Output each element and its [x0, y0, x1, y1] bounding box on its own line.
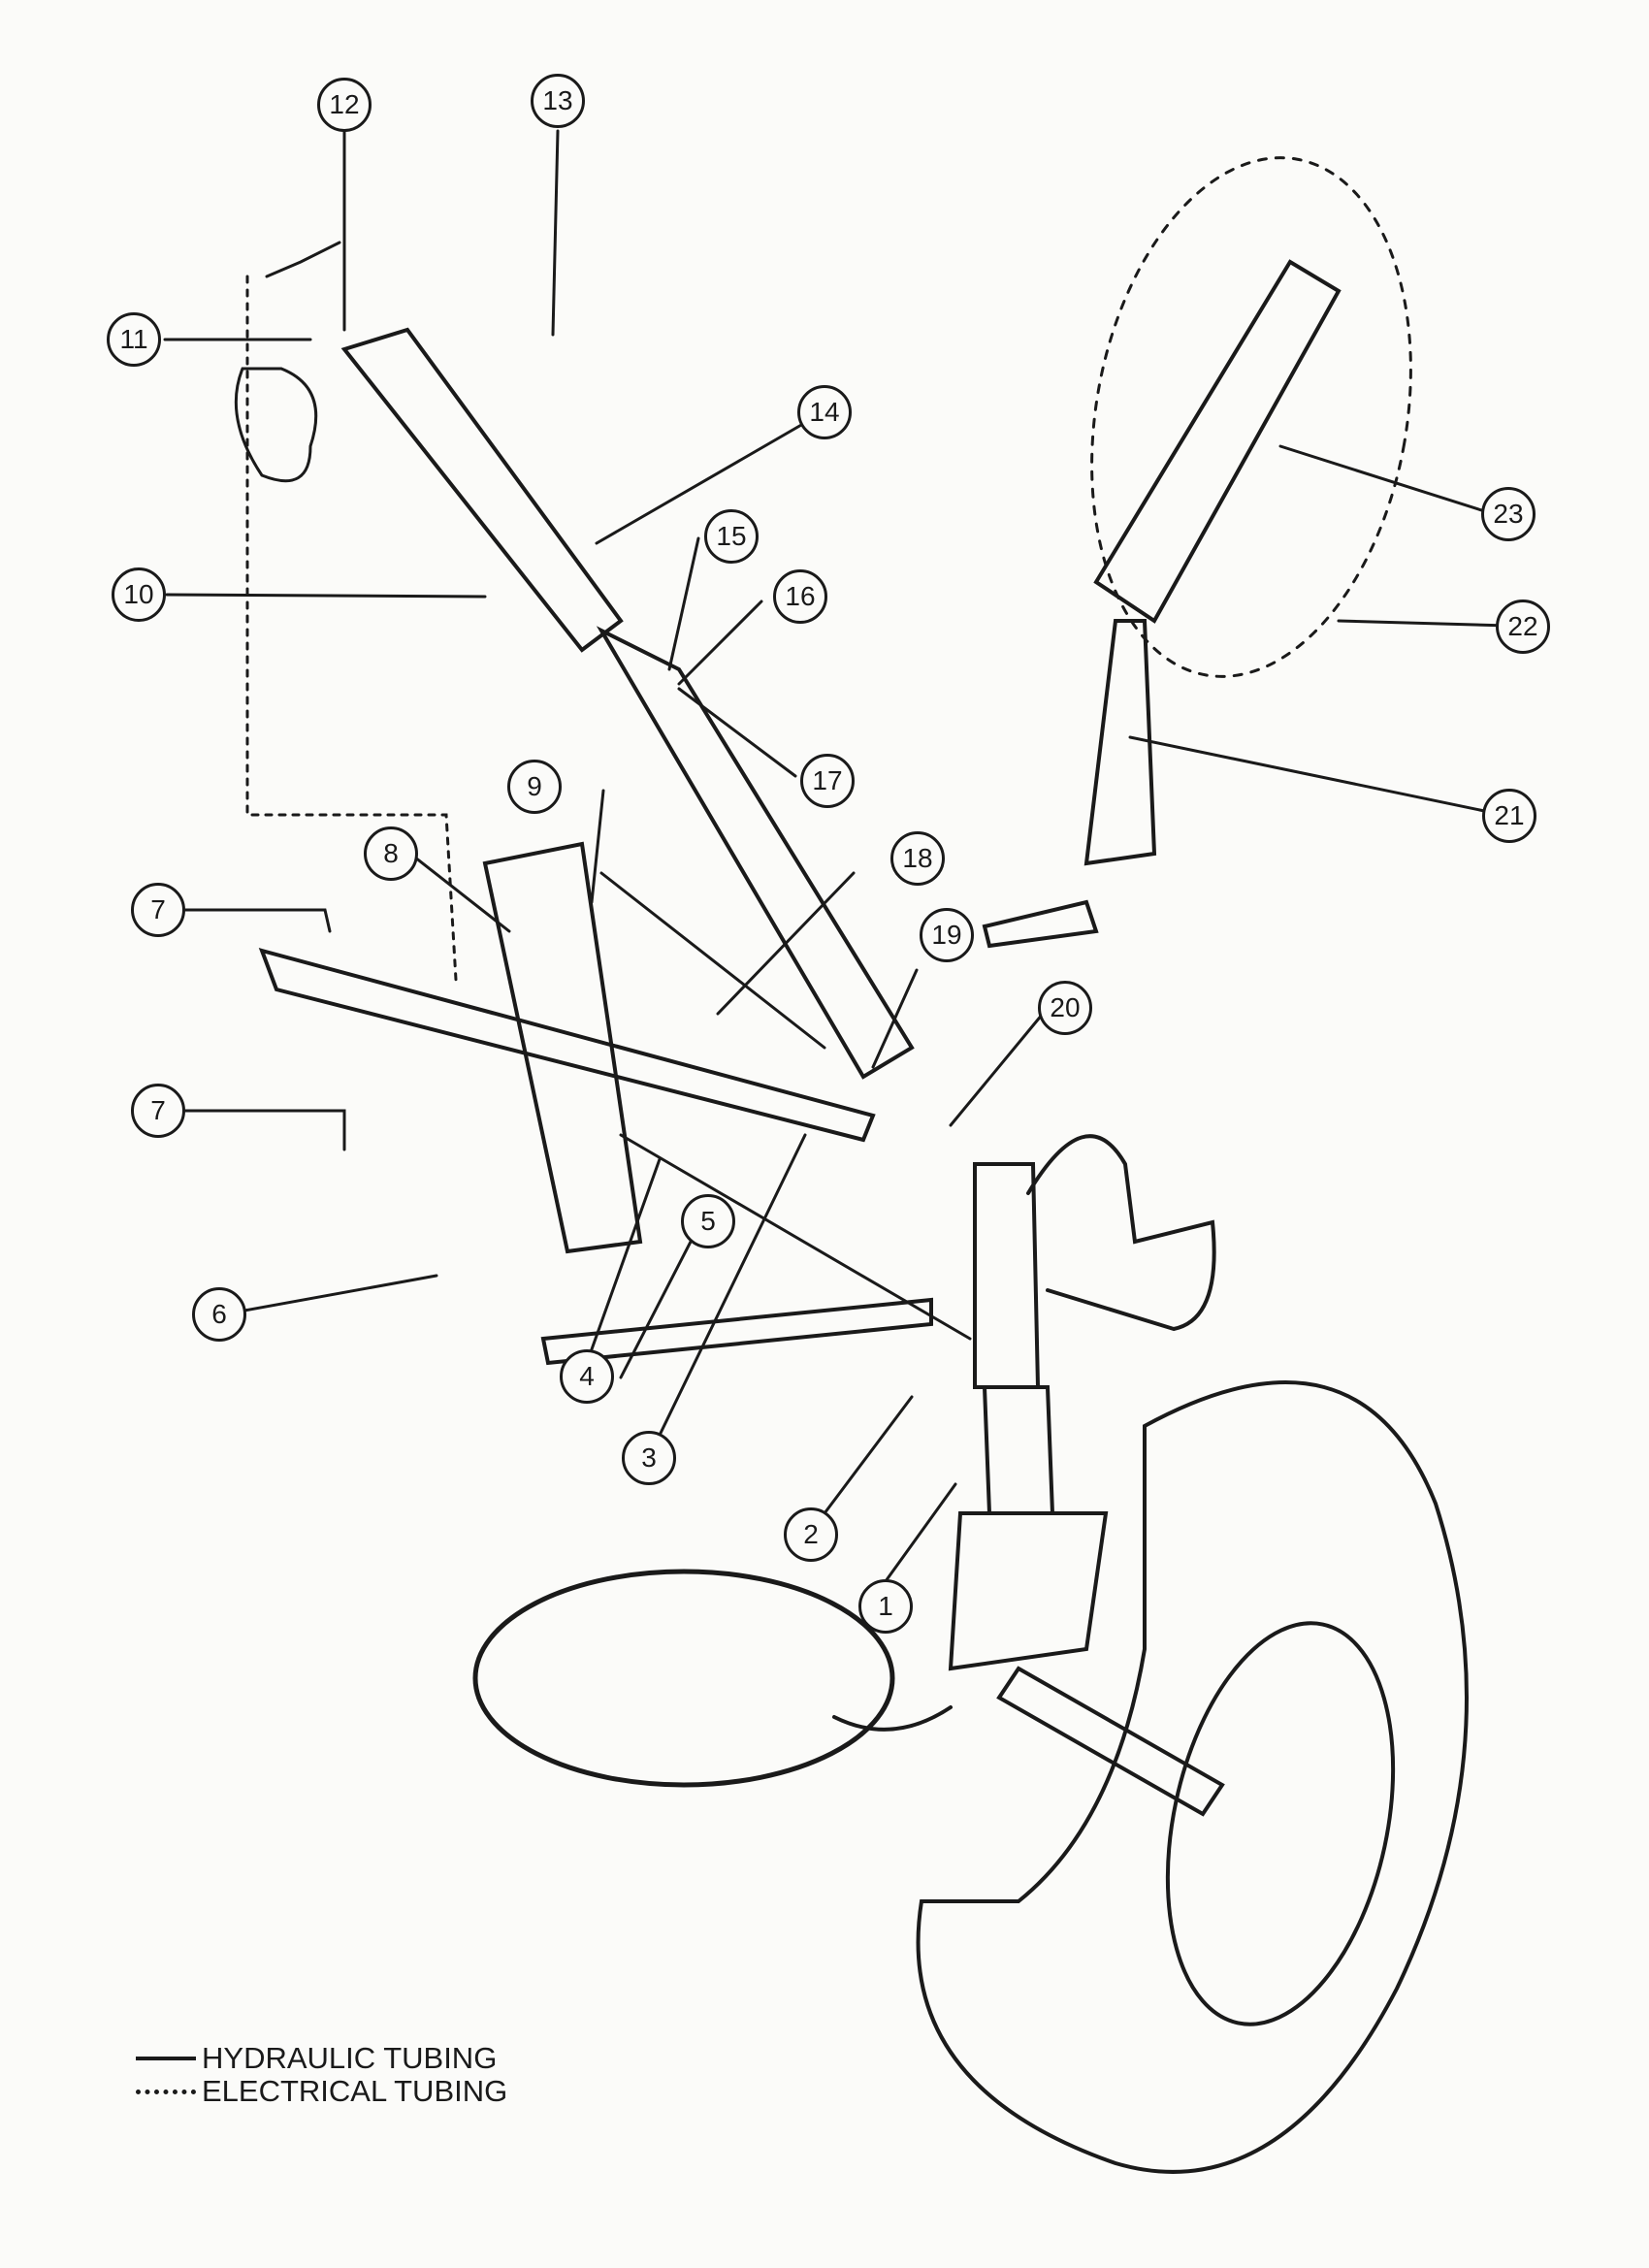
callout-8: 8 — [364, 826, 418, 881]
actuator-link — [599, 871, 826, 1050]
callout-11: 11 — [107, 312, 161, 367]
axle — [996, 1666, 1225, 1817]
callout-2: 2 — [784, 1507, 838, 1562]
legend-hydraulic-label: HYDRAULIC TUBING — [202, 2041, 498, 2075]
upper-strut — [596, 626, 915, 1080]
callout-7a: 7 — [131, 883, 185, 937]
callout-22: 22 — [1496, 599, 1550, 654]
oleo-lower — [982, 1385, 1055, 1515]
callout-16: 16 — [773, 569, 827, 624]
uplock-detail-outline — [1090, 156, 1412, 678]
uplock-arm — [1093, 259, 1342, 624]
dotted-line-swatch — [136, 2089, 196, 2094]
wheel-hub — [1165, 1621, 1396, 2026]
inset-arrow — [832, 1705, 953, 1732]
side-strut — [1083, 619, 1157, 866]
callout-12: 12 — [317, 78, 372, 132]
callout-1: 1 — [858, 1579, 913, 1634]
callout-13: 13 — [531, 74, 585, 128]
callout-3: 3 — [622, 1431, 676, 1485]
callout-10: 10 — [112, 567, 166, 622]
electrical-line — [245, 275, 458, 982]
legend-electrical: ELECTRICAL TUBING — [136, 2075, 507, 2108]
callout-17: 17 — [800, 754, 855, 808]
callout-21: 21 — [1482, 789, 1536, 843]
gear-door — [1026, 1134, 1216, 1332]
retraction-strut — [340, 327, 624, 653]
callout-4: 4 — [560, 1349, 614, 1404]
callout-23: 23 — [1481, 487, 1536, 541]
hydraulic-line — [265, 241, 341, 278]
callout-20: 20 — [1038, 981, 1092, 1035]
brace-link — [619, 1133, 972, 1341]
wheel-tire — [916, 1380, 1469, 2174]
callout-19: 19 — [920, 908, 974, 962]
callout-6: 6 — [192, 1287, 246, 1342]
torque-links — [948, 1511, 1109, 1671]
oleo-upper — [973, 1162, 1041, 1389]
legend-hydraulic: HYDRAULIC TUBING — [136, 2042, 507, 2075]
callout-9: 9 — [507, 760, 562, 814]
legend: HYDRAULIC TUBING ELECTRICAL TUBING — [136, 2042, 507, 2108]
callout-15: 15 — [704, 509, 759, 564]
solid-line-swatch — [136, 2057, 196, 2060]
callout-14: 14 — [797, 385, 852, 439]
actuator — [482, 841, 643, 1254]
callout-18: 18 — [890, 831, 945, 886]
drag-brace — [258, 948, 876, 1143]
legend-electrical-label: ELECTRICAL TUBING — [202, 2074, 508, 2108]
callout-5: 5 — [681, 1194, 735, 1248]
side-brace — [540, 1297, 933, 1366]
axle-stub — [982, 899, 1099, 949]
callout-7b: 7 — [131, 1084, 185, 1138]
detail-inset — [472, 1569, 895, 1788]
bracket-detail — [234, 367, 318, 483]
